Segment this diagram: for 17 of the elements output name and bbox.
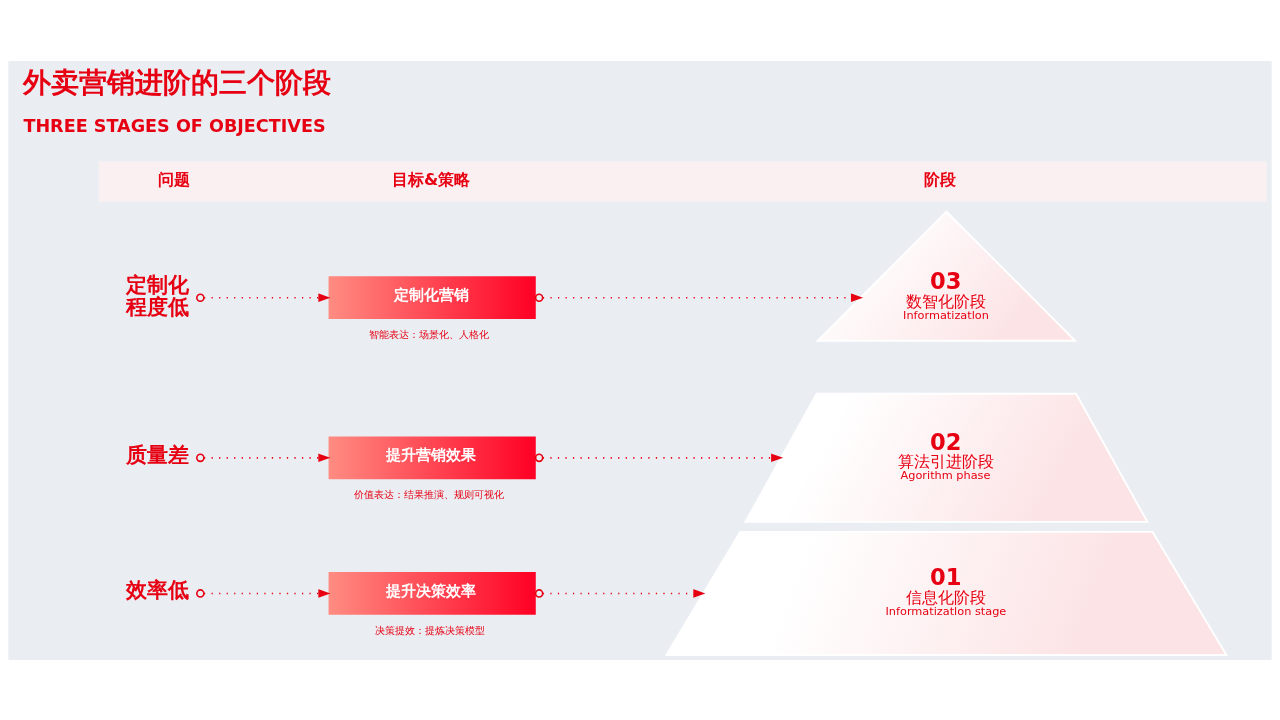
- node-label: 价值表达：结果推演、规则可视化: [354, 488, 505, 500]
- node-box: 提升决策效率: [328, 571, 536, 615]
- node-box: 提升营销效果: [328, 435, 536, 479]
- arrow: [196, 453, 331, 462]
- node-text: 效率低: [126, 576, 190, 602]
- node-label: 智能表达：场景化、人格化: [369, 328, 490, 340]
- arrow: [196, 588, 331, 598]
- node-box: 定制化营销: [328, 275, 536, 319]
- arrow: [534, 453, 784, 462]
- diagram-title: 外卖营销进阶的三个阶段: [23, 65, 332, 99]
- arrow: [534, 292, 864, 302]
- node-text: 质量差: [126, 441, 190, 467]
- node-label: 决策提效：提炼决策模型: [375, 624, 486, 635]
- node-text: 定制化程度低: [126, 271, 190, 319]
- arrow: [534, 588, 706, 598]
- arrow: [196, 292, 331, 302]
- label: THREE STAGES OF OBJECTIVES: [23, 115, 326, 136]
